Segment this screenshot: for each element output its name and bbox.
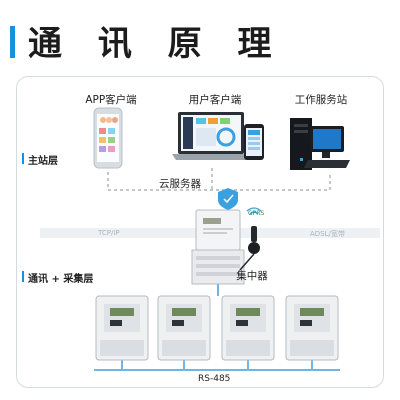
meter-3 (221, 295, 275, 361)
meter-2 (157, 295, 211, 361)
cloud-links (107, 168, 331, 210)
rs485-bus (94, 360, 340, 371)
workstation-icon (290, 118, 350, 170)
gprs-label: GPRS (248, 210, 265, 217)
meter-4 (285, 295, 339, 361)
comm-layer-marker (22, 271, 24, 282)
phone-icon (244, 124, 264, 160)
meter-1 (95, 295, 149, 361)
rs485-label: RS-485 (198, 374, 231, 384)
page-title: 通 讯 原 理 (28, 24, 284, 64)
header: 通 讯 原 理 (0, 0, 400, 70)
concentrator-device (191, 209, 245, 285)
gprs-antenna-icon (239, 207, 262, 271)
user-client-label: 用户客户端 (188, 94, 242, 106)
app-client-label: APP客户端 (85, 94, 137, 106)
master-layer-label: 主站层 (28, 156, 58, 167)
title-accent-bar (10, 26, 15, 58)
master-layer-marker (22, 153, 24, 164)
comm-layer-label: 通讯 + 采集层 (28, 274, 94, 285)
work-station-label: 工作服务站 (294, 94, 348, 106)
adsl-label: ADSL/宽带 (310, 230, 345, 238)
laptop-icon (172, 112, 250, 160)
app-phone-icon (93, 107, 123, 169)
concentrator-label: 集中器 (236, 270, 268, 282)
cloud-shield-icon (218, 188, 238, 210)
cloud-label: 云服务器 (159, 178, 201, 190)
tcp-label: TCP/IP (98, 229, 120, 237)
